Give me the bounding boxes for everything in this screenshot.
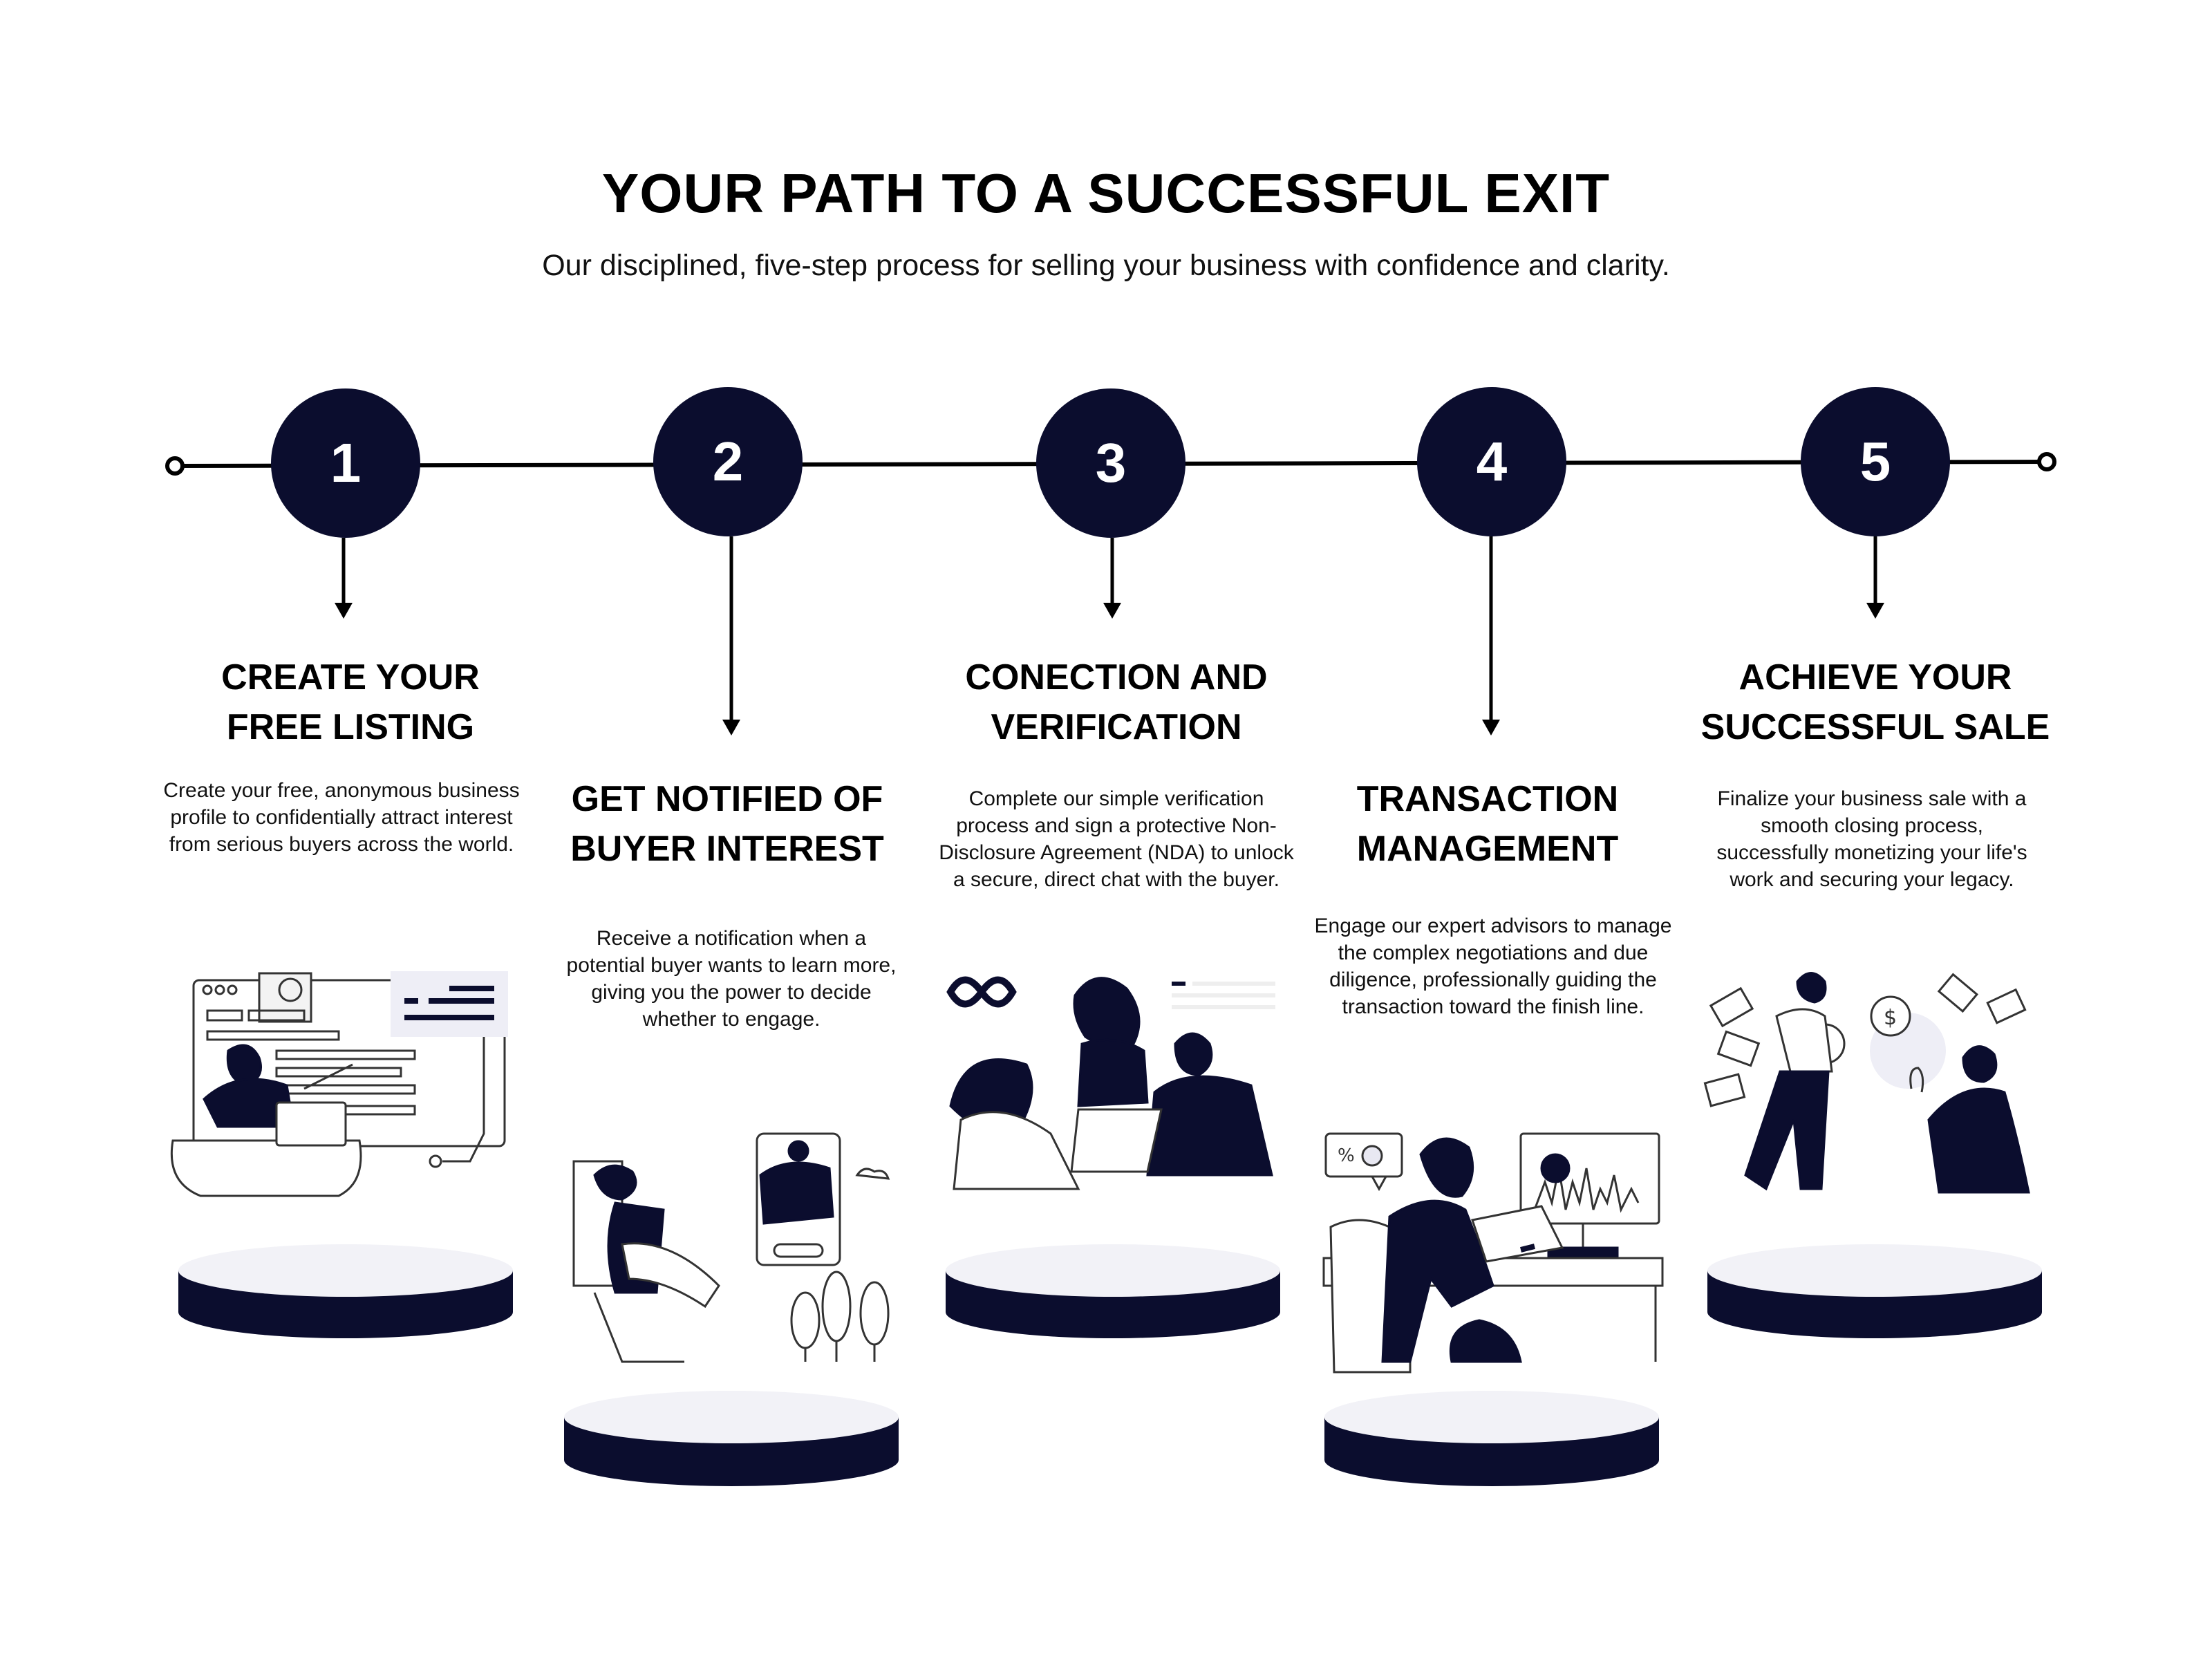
step-5-pedestal (1707, 1244, 2042, 1338)
step-4-description: Engage our expert advisors to manage the… (1314, 915, 1672, 1018)
step-3-title-line-2: VERIFICATION (991, 707, 1242, 747)
svg-text:$: $ (1884, 1006, 1897, 1030)
step-5-number: 5 (1859, 431, 1891, 492)
step-1-title-line-2: FREE LISTING (226, 707, 475, 747)
step-5-title: ACHIEVE YOUR SUCCESSFUL SALE (1682, 653, 2069, 752)
video-call-icon (572, 1132, 890, 1363)
desk-analytics-icon: % (1322, 1132, 1664, 1374)
step-2-arrow (722, 536, 740, 735)
step-1-arrow (335, 538, 353, 619)
team-meeting-icon (946, 976, 1275, 1190)
step-3-arrow (1103, 538, 1121, 619)
step-3-title-line-1: CONECTION AND (965, 657, 1268, 697)
svg-text:%: % (1338, 1145, 1355, 1166)
step-4-pedestal (1324, 1391, 1659, 1486)
step-2-description: Receive a notification when a potential … (566, 927, 897, 1031)
step-4-arrow (1482, 536, 1500, 735)
step-3-title: CONECTION AND VERIFICATION (923, 653, 1310, 752)
timeline-start-node (165, 456, 185, 476)
page-subtitle: Our disciplined, five-step process for s… (542, 249, 1670, 282)
step-5-circle (1801, 387, 1950, 536)
step-4-number: 4 (1476, 431, 1508, 492)
step-1-pedestal (178, 1244, 513, 1338)
step-5-arrow (1866, 536, 1884, 619)
step-2-number: 2 (712, 431, 744, 492)
timeline-end-node (2037, 452, 2056, 471)
step-1-number: 1 (330, 432, 362, 494)
step-2-title: GET NOTIFIED OF BUYER INTEREST (534, 774, 921, 874)
step-1-description: Create your free, anonymous business pro… (163, 779, 520, 856)
step-1-circle (271, 388, 420, 538)
step-2-title-line-2: BUYER INTEREST (570, 829, 884, 869)
step-1-title-line-1: CREATE YOUR (221, 657, 480, 697)
step-4-title: TRANSACTION MANAGEMENT (1294, 774, 1681, 874)
step-4-title-line-2: MANAGEMENT (1356, 829, 1619, 869)
page-title: YOUR PATH TO A SUCCESSFUL EXIT (601, 162, 1611, 224)
step-4-title-line-1: TRANSACTION (1356, 779, 1619, 819)
step-4-circle (1417, 387, 1566, 536)
step-5-title-line-1: ACHIEVE YOUR (1738, 657, 2012, 697)
step-5-title-line-2: SUCCESSFUL SALE (1700, 707, 2050, 747)
step-1-title: CREATE YOUR FREE LISTING (157, 653, 544, 752)
step-2-title-line-1: GET NOTIFIED OF (571, 779, 883, 819)
step-5-description: Finalize your business sale with a smoot… (1716, 787, 2027, 891)
money-celebration-icon: $ $ (1703, 972, 2030, 1194)
step-3-number: 3 (1095, 432, 1127, 494)
step-3-circle (1036, 388, 1185, 538)
step-2-circle (653, 387, 803, 536)
step-2-pedestal (564, 1391, 899, 1486)
laptop-dashboard-icon (170, 971, 508, 1197)
step-3-description: Complete our simple verification process… (939, 787, 1294, 891)
step-3-pedestal (946, 1244, 1280, 1338)
